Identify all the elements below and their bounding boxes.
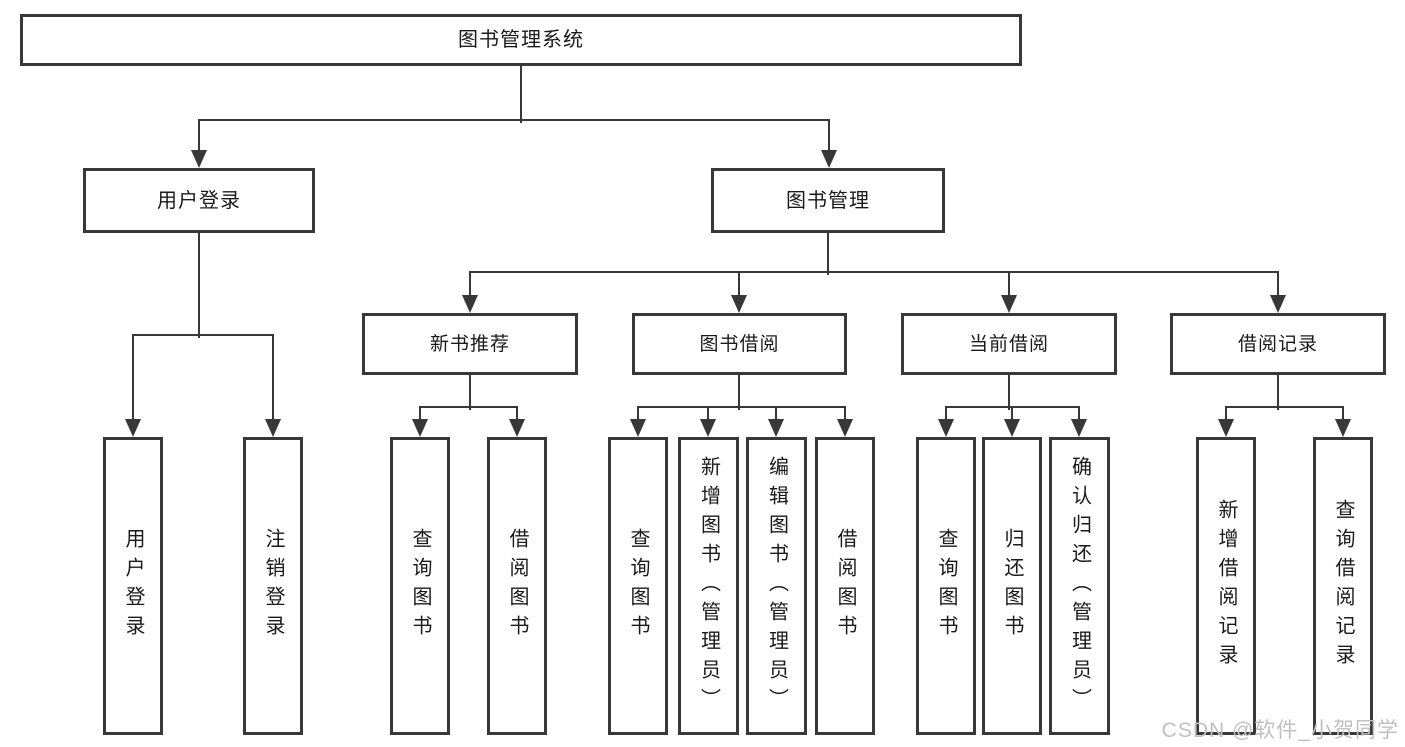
connector-bar: [418, 405, 519, 409]
connector-drop: [418, 407, 422, 421]
node-borrow-records: 借阅记录: [1170, 313, 1386, 375]
connector-drop: [843, 407, 847, 421]
arrowhead-icon: [821, 150, 837, 168]
leaf-add-borrow-record: 新增借阅记录: [1196, 437, 1256, 735]
connector-stem: [737, 375, 741, 410]
leaf-borrow-query-books: 查询图书: [608, 437, 668, 735]
arrowhead-icon: [1270, 295, 1286, 313]
connector-drop: [131, 335, 135, 421]
arrowhead-icon: [1335, 419, 1351, 437]
arrowhead-icon: [1004, 419, 1020, 437]
connector-drop: [1341, 407, 1345, 421]
node-book-borrow: 图书借阅: [632, 313, 847, 375]
node-library-system: 图书管理系统: [20, 14, 1022, 66]
arrowhead-icon: [509, 419, 525, 437]
arrowhead-icon: [837, 419, 853, 437]
connector-drop: [468, 272, 472, 297]
connector-stem: [1276, 375, 1280, 410]
arrowhead-icon: [1001, 295, 1017, 313]
leaf-recommend-query-books: 查询图书: [390, 437, 450, 735]
connector-drop: [1077, 407, 1081, 421]
leaf-recommend-borrow-books: 借阅图书: [487, 437, 547, 735]
arrowhead-icon: [125, 419, 141, 437]
connector-drop: [706, 407, 710, 421]
connector-drop: [944, 407, 948, 421]
watermark: CSDN @软件_小贺同学: [1161, 719, 1399, 742]
connector-stem: [1007, 375, 1011, 410]
leaf-current-query-books: 查询图书: [916, 437, 976, 735]
connector-bar: [468, 270, 1280, 274]
leaf-logout: 注销登录: [243, 437, 303, 735]
connector-drop: [827, 120, 831, 152]
arrowhead-icon: [412, 419, 428, 437]
connector-stem: [468, 375, 472, 410]
connector-drop: [271, 335, 275, 421]
connector-bar: [131, 333, 275, 337]
leaf-user-login: 用户登录: [103, 437, 163, 735]
connector-stem: [826, 233, 830, 275]
leaf-borrow-books: 借阅图书: [815, 437, 875, 735]
connector-drop: [1224, 407, 1228, 421]
node-new-book-recommend: 新书推荐: [362, 313, 578, 375]
connector-stem: [197, 233, 201, 338]
connector-bar: [197, 118, 831, 122]
connector-drop: [197, 120, 201, 152]
leaf-edit-books-admin: 编辑图书（管理员）: [746, 437, 807, 735]
arrowhead-icon: [630, 419, 646, 437]
connector-drop: [1276, 272, 1280, 297]
connector-drop: [737, 272, 741, 297]
connector-drop: [636, 407, 640, 421]
leaf-confirm-return-admin: 确认归还（管理员）: [1049, 437, 1110, 735]
node-book-management: 图书管理: [711, 168, 945, 233]
arrowhead-icon: [1218, 419, 1234, 437]
node-current-borrow: 当前借阅: [901, 313, 1117, 375]
arrowhead-icon: [462, 295, 478, 313]
leaf-query-borrow-record: 查询借阅记录: [1313, 437, 1373, 735]
connector-drop: [774, 407, 778, 421]
connector-stem: [519, 66, 523, 123]
arrowhead-icon: [938, 419, 954, 437]
node-user-login: 用户登录: [83, 168, 315, 233]
connector-bar: [1224, 405, 1345, 409]
leaf-add-books-admin: 新增图书（管理员）: [678, 437, 739, 735]
arrowhead-icon: [700, 419, 716, 437]
arrowhead-icon: [191, 150, 207, 168]
arrowhead-icon: [768, 419, 784, 437]
arrowhead-icon: [265, 419, 281, 437]
connector-drop: [515, 407, 519, 421]
arrowhead-icon: [1071, 419, 1087, 437]
leaf-return-books: 归还图书: [982, 437, 1042, 735]
arrowhead-icon: [731, 295, 747, 313]
connector-drop: [1010, 407, 1014, 421]
connector-bar: [636, 405, 847, 409]
connector-drop: [1007, 272, 1011, 297]
